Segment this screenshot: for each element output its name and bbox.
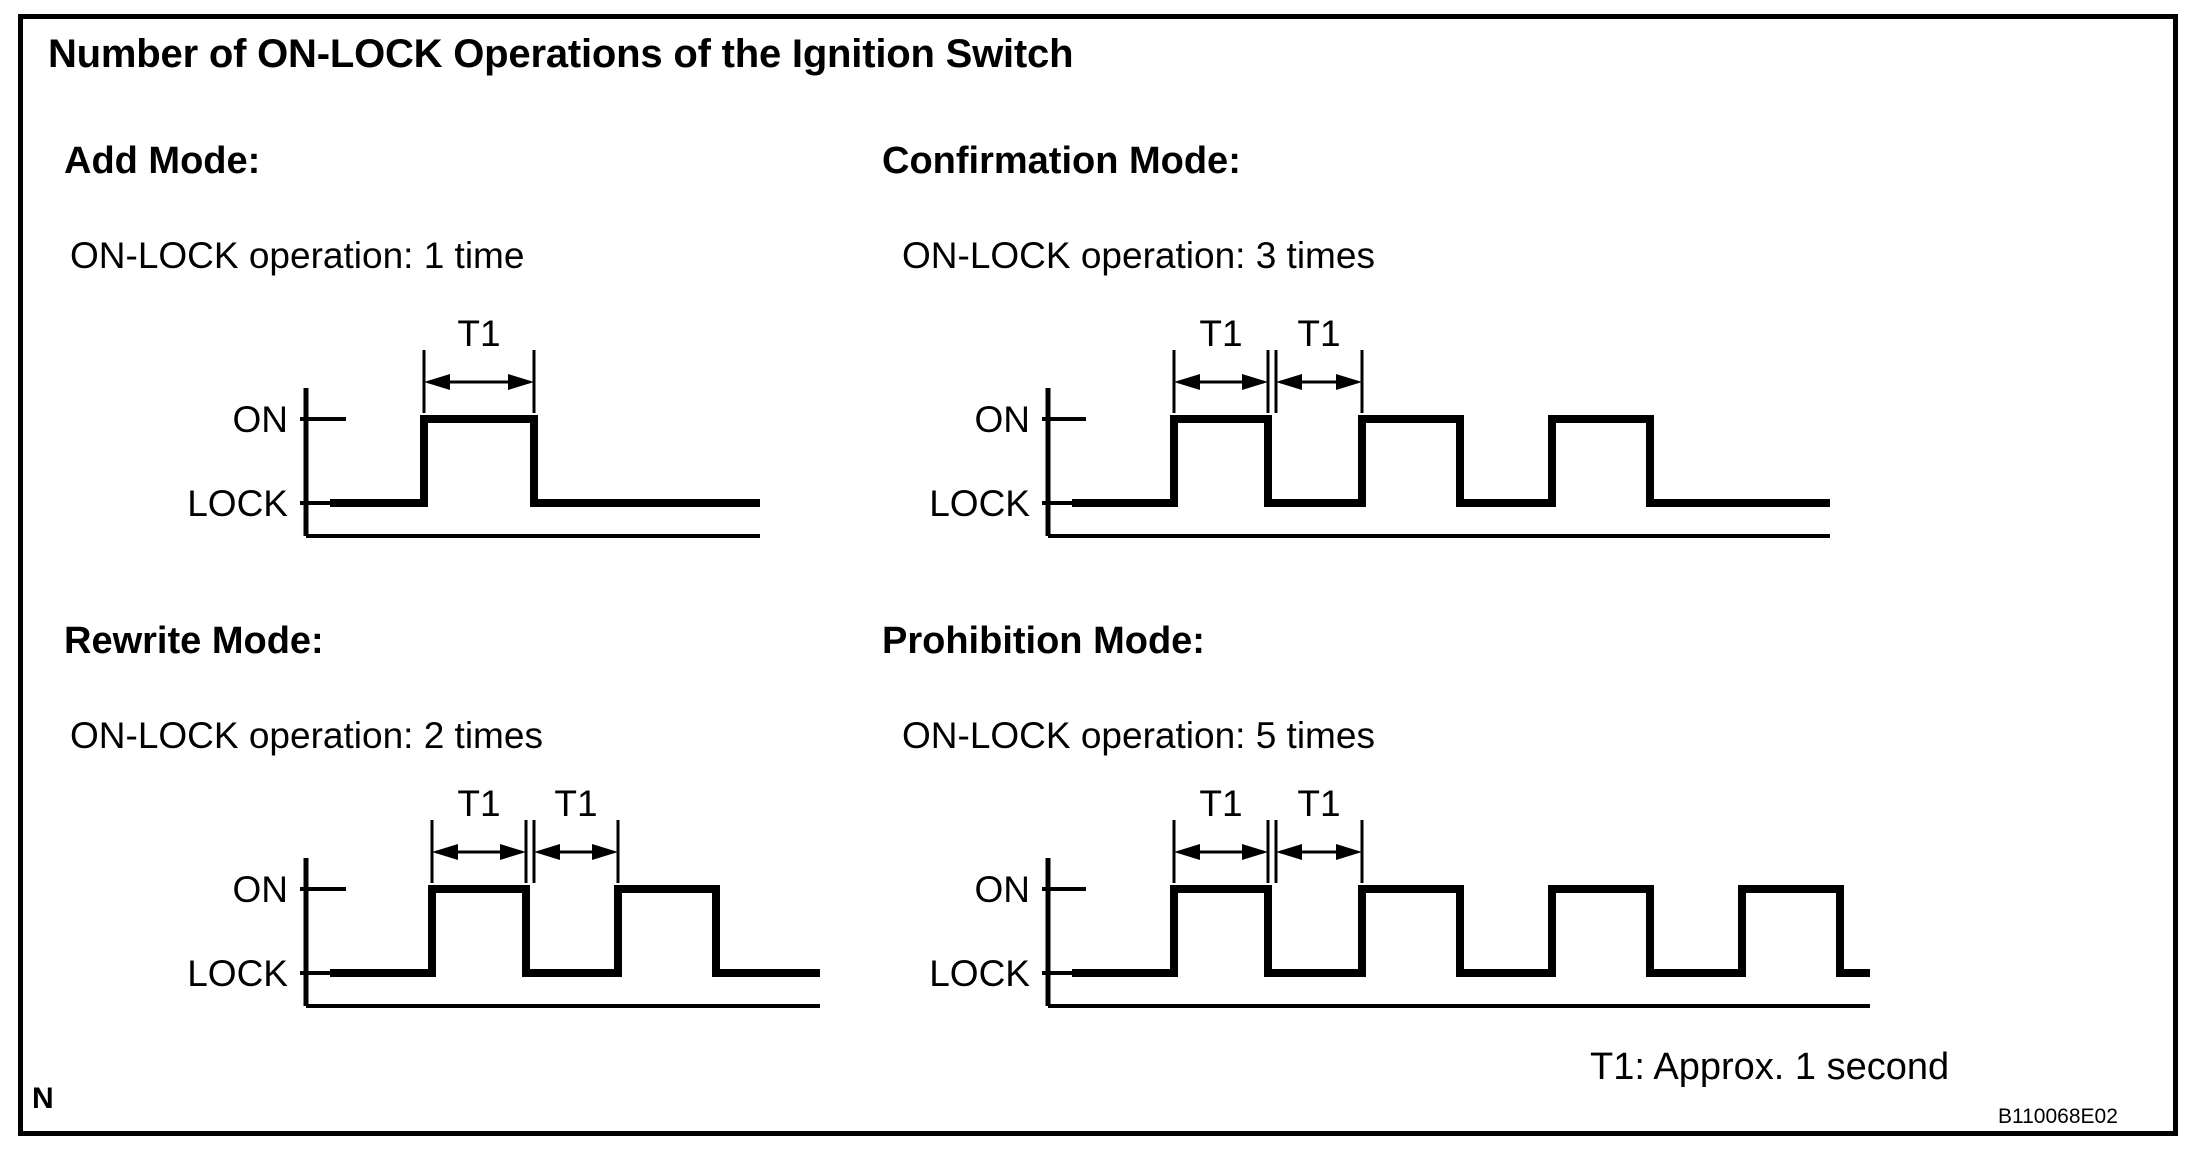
t1-label: T1 [1199, 783, 1242, 824]
t1-label: T1 [554, 783, 597, 824]
t1-marker-2: T1 [1274, 313, 1364, 413]
axis-label-on: ON [975, 869, 1031, 910]
figure-code: B110068E02 [1998, 1105, 2118, 1128]
t1-marker-1: T1 [422, 313, 536, 413]
axis-label-on: ON [975, 399, 1031, 440]
t1-label: T1 [457, 783, 500, 824]
figure-title: Number of ON-LOCK Operations of the Igni… [48, 32, 1074, 76]
panel-title-prohibition-mode: Prohibition Mode: [882, 620, 1205, 662]
chart-confirmation-mode: ON LOCK T1 T1 [890, 313, 1850, 570]
t1-marker-2: T1 [532, 783, 620, 883]
t1-marker-1: T1 [1172, 783, 1270, 883]
axis-label-on: ON [233, 869, 289, 910]
t1-label: T1 [457, 313, 500, 354]
axis-label-on: ON [233, 399, 289, 440]
chart-rewrite-mode: ON LOCK T1 T1 [160, 783, 840, 1040]
waveform-add-mode [330, 415, 760, 507]
t1-label: T1 [1297, 783, 1340, 824]
waveform-confirmation-mode [1072, 415, 1830, 507]
panel-title-confirmation-mode: Confirmation Mode: [882, 140, 1241, 182]
panel-title-rewrite-mode: Rewrite Mode: [64, 620, 324, 662]
panel-subtitle-confirmation-mode: ON-LOCK operation: 3 times [902, 235, 1375, 276]
figure-border [18, 14, 2178, 1136]
panel-subtitle-add-mode: ON-LOCK operation: 1 time [70, 235, 525, 276]
panel-title-add-mode: Add Mode: [64, 140, 261, 182]
panel-subtitle-prohibition-mode: ON-LOCK operation: 5 times [902, 715, 1375, 756]
axis-label-lock: LOCK [929, 483, 1030, 524]
t1-label: T1 [1199, 313, 1242, 354]
t1-marker-1: T1 [1172, 313, 1270, 413]
waveform-prohibition-mode [1072, 885, 1870, 977]
t1-footnote: T1: Approx. 1 second [1590, 1046, 1950, 1088]
chart-add-mode: ON LOCK T1 [160, 313, 780, 570]
t1-marker-1: T1 [430, 783, 528, 883]
sheet-mark: N [32, 1082, 54, 1115]
axis-label-lock: LOCK [929, 953, 1030, 994]
t1-label: T1 [1297, 313, 1340, 354]
axis-label-lock: LOCK [187, 953, 288, 994]
panel-subtitle-rewrite-mode: ON-LOCK operation: 2 times [70, 715, 543, 756]
chart-prohibition-mode: ON LOCK T1 T1 [890, 783, 1890, 1040]
waveform-rewrite-mode [330, 885, 820, 977]
t1-marker-2: T1 [1274, 783, 1364, 883]
axis-label-lock: LOCK [187, 483, 288, 524]
